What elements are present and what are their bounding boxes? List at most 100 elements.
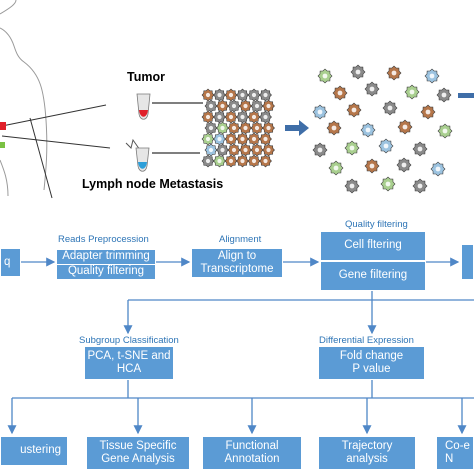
clustering-text: ustering [20,444,61,457]
cell-nucleus-icon [228,158,234,164]
cell-nucleus-icon [208,147,214,153]
trajectory-text-1: Trajectory [341,439,393,452]
tissue-marker-red [0,122,6,130]
cell-nucleus-icon [217,158,222,164]
read-quality-filtering-text: Quality filtering [67,265,145,278]
input-box-text: q [4,255,11,268]
cell-nucleus-icon [442,128,448,134]
cell-nucleus-icon [220,147,225,153]
adapter-trimming-box: Adapter trimming [56,249,156,265]
cell-nucleus-icon [263,158,268,164]
gene-filtering-text: Gene filtering [338,269,408,282]
read-quality-filtering-box: Quality filtering [56,264,156,280]
cell-nucleus-icon [331,125,337,131]
cell-nucleus-icon [263,92,268,98]
cell-nucleus-icon [243,147,248,153]
functional-text-2: Annotation [224,453,280,465]
reads-preprocession-label: Reads Preprocession [58,234,149,245]
cell-nucleus-icon [351,107,357,113]
cell-nucleus-icon [383,143,389,149]
cell-nucleus-icon [217,114,222,120]
cell-nucleus-icon [254,125,260,131]
input-box: q [0,248,21,277]
cell-nucleus-icon [243,125,248,131]
cell-nucleus-icon [349,145,355,151]
cell-nucleus-icon [417,146,423,152]
cell-nucleus-icon [333,165,339,171]
trajectory-box: Trajectory analysis [318,436,416,470]
cell-nucleus-icon [228,114,234,120]
cell-nucleus-icon [208,125,214,131]
cell-nucleus-icon [231,125,237,131]
cell-nucleus-icon [402,124,408,130]
cell-nucleus-icon [205,136,211,142]
cell-filtering-text: Cell fltering [344,239,402,252]
tissue-block [201,88,275,168]
cell-nucleus-icon [205,158,211,164]
cell-nucleus-icon [391,70,397,76]
cell-nucleus-icon [401,162,407,168]
align-box: Align to Transcriptome [191,248,283,278]
cell-nucleus-icon [254,103,260,109]
cell-nucleus-icon [240,92,245,98]
functional-annotation-box: Functional Annotation [202,436,302,470]
subgroup-text-1: PCA, t-SNE and [87,349,171,362]
dissociated-cells [312,64,453,194]
cell-nucleus-icon [220,103,225,109]
cell-nucleus-icon [385,181,391,187]
cell-nucleus-icon [208,103,214,109]
differential-expression-label: Differential Expression [319,335,414,346]
cell-nucleus-icon [369,86,375,92]
tissue-text-2: Gene Analysis [101,453,175,465]
cell-nucleus-icon [365,127,371,133]
cell-nucleus-icon [251,158,257,164]
tumor-tube [136,93,151,120]
cell-nucleus-icon [220,125,225,131]
cell-nucleus-icon [263,114,268,120]
tissue-marker-green [0,142,5,148]
cell-nucleus-icon [435,166,441,172]
process-arrow [285,120,309,136]
cell-nucleus-icon [317,147,323,153]
cell-nucleus-icon [231,103,237,109]
cell-nucleus-icon [231,147,237,153]
sample-lines [1,104,111,199]
cell-nucleus-icon [266,125,271,131]
de-box: Fold change P value [318,346,425,380]
de-text-2: P value [352,363,391,375]
tumor-label: Tumor [127,70,165,84]
subgroup-classification-label: Subgroup Classification [79,335,179,346]
cell-nucleus-icon [263,136,268,142]
cell-nucleus-icon [228,136,234,142]
next-step-box [461,244,474,280]
cell-nucleus-icon [205,92,211,98]
align-text-1: Align to [217,249,257,262]
functional-text-1: Functional [225,439,279,452]
cell-nucleus-icon [369,163,375,169]
cell-nucleus-icon [251,92,257,98]
cell-nucleus-icon [217,92,222,98]
cell-nucleus-icon [205,114,211,120]
cell-nucleus-icon [266,147,271,153]
cell-nucleus-icon [409,89,415,95]
lymph-tube [125,138,150,172]
gene-filtering-box: Gene filtering [320,261,426,291]
cell-nucleus-icon [266,103,271,109]
cell-nucleus-icon [217,136,222,142]
cell-nucleus-icon [429,73,435,79]
sample-illustration [0,0,474,199]
cell-filtering-box: Cell fltering [320,231,426,261]
cell-nucleus-icon [251,114,257,120]
cell-nucleus-icon [417,183,423,189]
cell-nucleus-icon [355,69,361,75]
adapter-trimming-text: Adapter trimming [62,250,150,263]
subgroup-text-2: HCA [116,363,142,375]
alignment-label: Alignment [219,234,262,245]
human-body-outline [0,0,48,197]
quality-filtering-label: Quality filtering [345,219,408,230]
align-text-2: Transcriptome [200,263,274,275]
cell-nucleus-icon [254,147,260,153]
tissue-text-1: Tissue Specific [99,439,177,452]
co-expression-box: Co-e N [436,436,474,470]
